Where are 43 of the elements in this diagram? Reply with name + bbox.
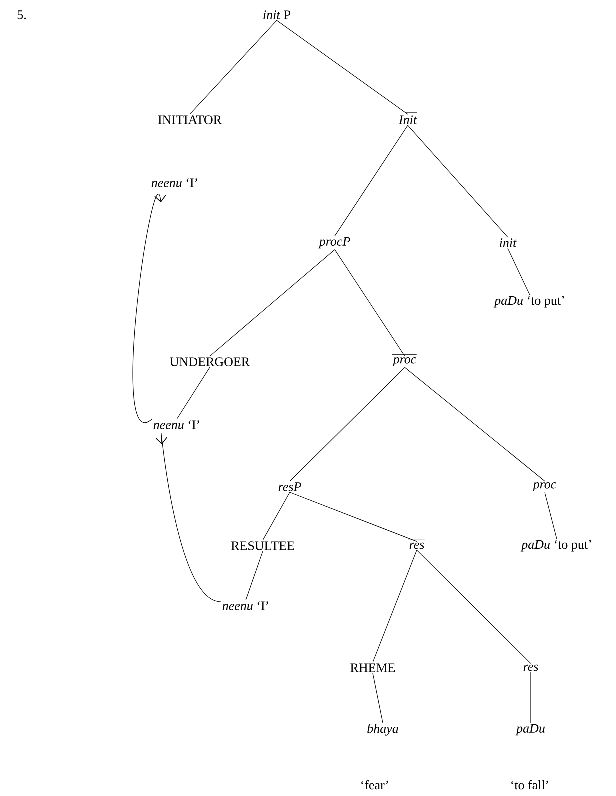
tree-branch [416, 550, 532, 664]
tree-branch [246, 551, 264, 601]
word-label: bhaya [368, 724, 398, 736]
movement-arrow [132, 194, 166, 423]
tree-branch [210, 250, 336, 357]
tree-branch [276, 20, 408, 115]
word-label: neenu ‘I’ [222, 602, 268, 610]
word-label: paDu [516, 724, 545, 736]
tree-branch [334, 125, 408, 236]
phrase-label: resP [278, 482, 302, 492]
word-label: neenu ‘I’ [152, 178, 198, 188]
bar-label: res [408, 540, 426, 550]
tree-branch [290, 492, 418, 542]
bar-label: proc [392, 354, 418, 366]
movement-arrow [156, 434, 222, 602]
phrase-label: procP [318, 237, 350, 249]
tree-branch [334, 250, 406, 357]
tree-branch [262, 492, 290, 541]
head-label: proc [532, 482, 557, 492]
bar-label: Init [398, 112, 418, 124]
gloss-text: ‘fear’ [362, 780, 388, 790]
head-label: init [500, 238, 517, 248]
tree-branch [190, 20, 278, 115]
example-number: 5. [18, 10, 26, 20]
word-label: neenu ‘I’ [154, 420, 200, 430]
role-label: INITIATOR [158, 116, 222, 124]
tree-branch [372, 550, 418, 663]
tree-branch [530, 672, 532, 724]
tree-branch [290, 367, 406, 482]
role-label: RESULTEE [231, 542, 294, 550]
tree-branch [508, 248, 530, 296]
tree-branch [372, 673, 384, 724]
tree-branch [404, 367, 546, 482]
phrase-label: init P [264, 10, 291, 20]
gloss-text: ‘to fall’ [512, 780, 548, 790]
tree-branch [544, 492, 558, 540]
word-label: paDu ‘to put’ [520, 540, 592, 552]
head-label: res [524, 664, 538, 672]
tree-branch [408, 125, 508, 238]
role-label: UNDERGOER [170, 358, 250, 366]
role-label: RHEME [350, 664, 396, 672]
tree-branch [176, 367, 210, 420]
word-label: paDu ‘to put’ [494, 296, 564, 308]
